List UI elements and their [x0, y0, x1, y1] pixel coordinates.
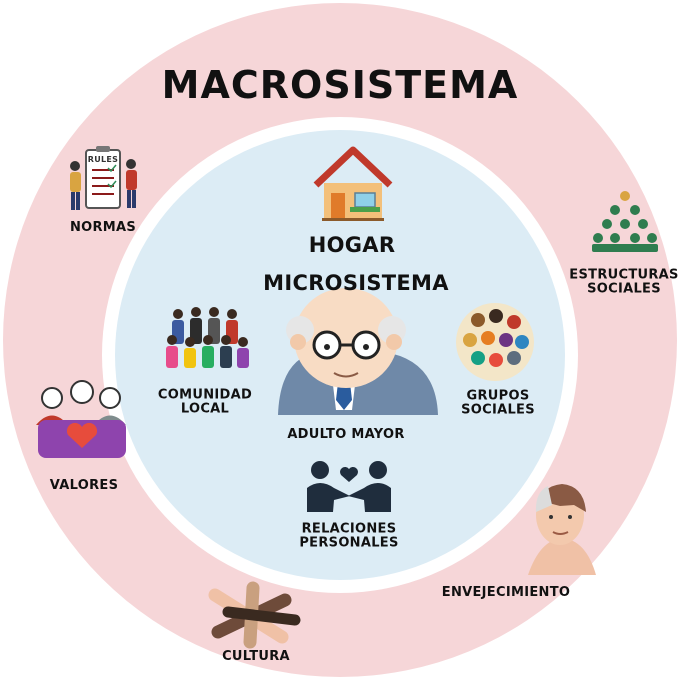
- cultura-label: CULTURA: [222, 649, 290, 665]
- macrosistema-title: MACROSISTEMA: [161, 63, 519, 108]
- grupos-line-1: GRUPOS: [466, 388, 530, 404]
- grupos-sociales-label: GRUPOS SOCIALES: [461, 389, 535, 416]
- comunidad-local-label: COMUNIDAD LOCAL: [158, 388, 252, 415]
- comunidad-line-2: LOCAL: [180, 401, 230, 416]
- grupos-line-2: SOCIALES: [461, 402, 535, 417]
- normas-label: NORMAS: [69, 220, 137, 236]
- adulto-mayor-label: ADULTO MAYOR: [287, 427, 405, 443]
- estructuras-sociales-label: ESTRUCTURAS SOCIALES: [569, 268, 678, 295]
- envejecimiento-label: ENVEJECIMIENTO: [441, 585, 571, 601]
- rules-board-icon: [70, 146, 137, 210]
- hogar-label: HOGAR: [308, 232, 396, 257]
- estructuras-line-1: ESTRUCTURAS: [569, 267, 679, 283]
- house-icon: [313, 146, 393, 221]
- aging-woman-icon: [528, 484, 596, 575]
- relaciones-line-1: RELACIONES: [301, 521, 397, 537]
- crowd-icon: [456, 303, 534, 381]
- joined-hands-icon: [208, 581, 301, 649]
- rules-board-text: RULES: [87, 154, 119, 164]
- microsistema-label: MICROSISTEMA: [263, 270, 449, 295]
- relaciones-personales-label: RELACIONES PERSONALES: [299, 522, 398, 549]
- values-heart-icon: [36, 380, 126, 458]
- pyramid-people-icon: [592, 191, 658, 252]
- handshake-heart-icon: [307, 461, 391, 512]
- elderly-man-icon: [278, 288, 438, 415]
- valores-label: VALORES: [49, 478, 119, 494]
- family-group-icon: [166, 307, 249, 368]
- comunidad-line-1: COMUNIDAD: [157, 387, 253, 403]
- estructuras-line-2: SOCIALES: [587, 281, 661, 296]
- relaciones-line-2: PERSONALES: [299, 535, 399, 550]
